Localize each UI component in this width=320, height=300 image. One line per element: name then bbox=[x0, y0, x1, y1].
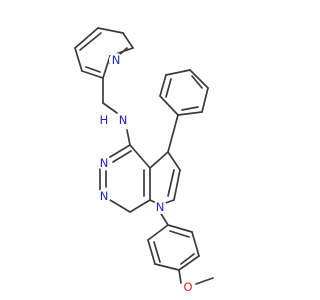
atom-label: H bbox=[100, 113, 109, 127]
bond bbox=[149, 151, 169, 169]
bond bbox=[74, 47, 83, 72]
bond bbox=[169, 230, 190, 238]
atom-label: N bbox=[100, 156, 109, 170]
bond bbox=[159, 74, 167, 97]
bond bbox=[85, 66, 101, 73]
atom-h-amine: H bbox=[98, 113, 110, 127]
bond bbox=[97, 27, 124, 34]
bond bbox=[126, 129, 131, 146]
bonds bbox=[74, 27, 214, 285]
bond bbox=[154, 263, 180, 271]
bond bbox=[165, 69, 191, 76]
bond bbox=[167, 169, 175, 197]
bond bbox=[102, 102, 118, 114]
bond bbox=[167, 151, 181, 171]
atom-label: N bbox=[119, 113, 128, 127]
bond bbox=[109, 199, 131, 213]
atom-label: N bbox=[100, 189, 109, 203]
bond bbox=[180, 253, 195, 265]
bond bbox=[147, 224, 169, 241]
bond bbox=[129, 144, 151, 169]
bond bbox=[112, 150, 132, 163]
bond bbox=[195, 277, 214, 285]
bond bbox=[189, 69, 209, 89]
bond bbox=[177, 111, 203, 116]
bond bbox=[129, 199, 151, 213]
bond bbox=[178, 255, 200, 271]
atom-labels: N N H N N N O bbox=[97, 53, 195, 294]
bond bbox=[109, 144, 131, 158]
atom-n-pyridine: N bbox=[109, 53, 123, 67]
structure-canvas: N N H N N N O bbox=[74, 27, 214, 294]
bond bbox=[122, 32, 134, 49]
bond bbox=[147, 239, 156, 265]
bond bbox=[178, 269, 182, 284]
bond bbox=[173, 169, 181, 201]
bond bbox=[153, 241, 161, 263]
atom-n-amine: N bbox=[116, 113, 130, 127]
bond bbox=[167, 224, 193, 233]
bond bbox=[201, 87, 209, 113]
bond bbox=[181, 106, 199, 111]
atom-o-methoxy: O bbox=[181, 280, 195, 294]
bond bbox=[165, 78, 172, 98]
atom-n-pyrrole: N bbox=[153, 200, 167, 214]
atom-label: N bbox=[112, 53, 121, 67]
bond bbox=[74, 27, 99, 49]
bond bbox=[81, 70, 104, 79]
bond bbox=[79, 32, 102, 51]
bond bbox=[191, 231, 200, 257]
atom-n-pyrimidine-bottom: N bbox=[97, 189, 111, 203]
atom-n-pyrimidine-top: N bbox=[97, 156, 111, 170]
bond bbox=[167, 114, 179, 153]
atom-label: N bbox=[156, 200, 165, 214]
bond bbox=[102, 55, 111, 79]
bond bbox=[159, 95, 179, 116]
atom-label: O bbox=[183, 280, 192, 294]
molecule-diagram: N N H N N N O bbox=[74, 27, 214, 294]
bond bbox=[191, 75, 203, 89]
bond bbox=[159, 211, 169, 226]
